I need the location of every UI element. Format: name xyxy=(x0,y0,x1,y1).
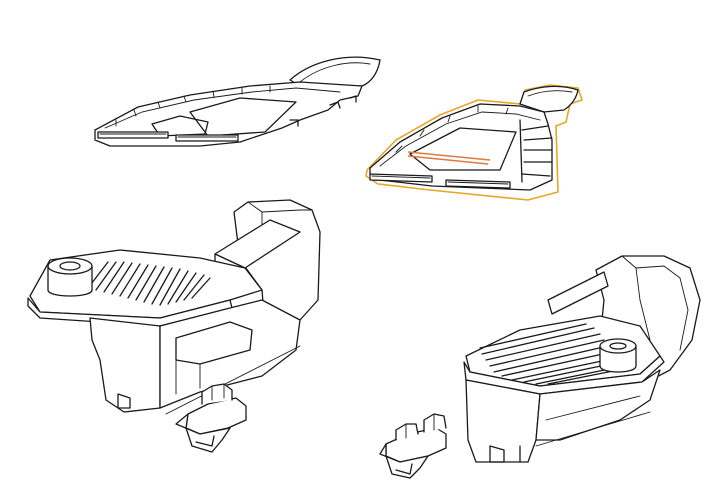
housing-ledge xyxy=(547,271,609,315)
housing-notch xyxy=(117,393,131,409)
plate-slot xyxy=(369,173,433,183)
plate-slot xyxy=(97,131,169,139)
highlight-edge xyxy=(407,151,491,161)
housing-left[interactable] xyxy=(27,199,321,415)
cover-plate-left[interactable] xyxy=(94,56,381,147)
deck-ribs xyxy=(87,261,211,306)
housing-front-block xyxy=(89,317,161,413)
deck-ribs xyxy=(479,323,629,385)
selection-outline xyxy=(365,84,583,201)
plate-body xyxy=(94,81,363,147)
clip-top xyxy=(201,383,233,405)
plate-slot xyxy=(445,179,511,189)
housing-notch xyxy=(489,445,505,463)
clip-body xyxy=(185,397,247,435)
cover-plate-selected[interactable] xyxy=(365,84,583,201)
housing-side xyxy=(535,369,661,441)
plate-panel xyxy=(409,127,517,171)
clip-foot xyxy=(175,413,231,453)
plate-tab xyxy=(519,85,579,113)
plate-tab xyxy=(289,56,381,87)
housing-side xyxy=(159,299,301,409)
plate-slot xyxy=(175,134,239,142)
clip-left[interactable] xyxy=(175,383,247,453)
clip-foot xyxy=(379,443,429,479)
clip-right[interactable] xyxy=(379,413,447,479)
housing-right[interactable] xyxy=(463,255,701,463)
